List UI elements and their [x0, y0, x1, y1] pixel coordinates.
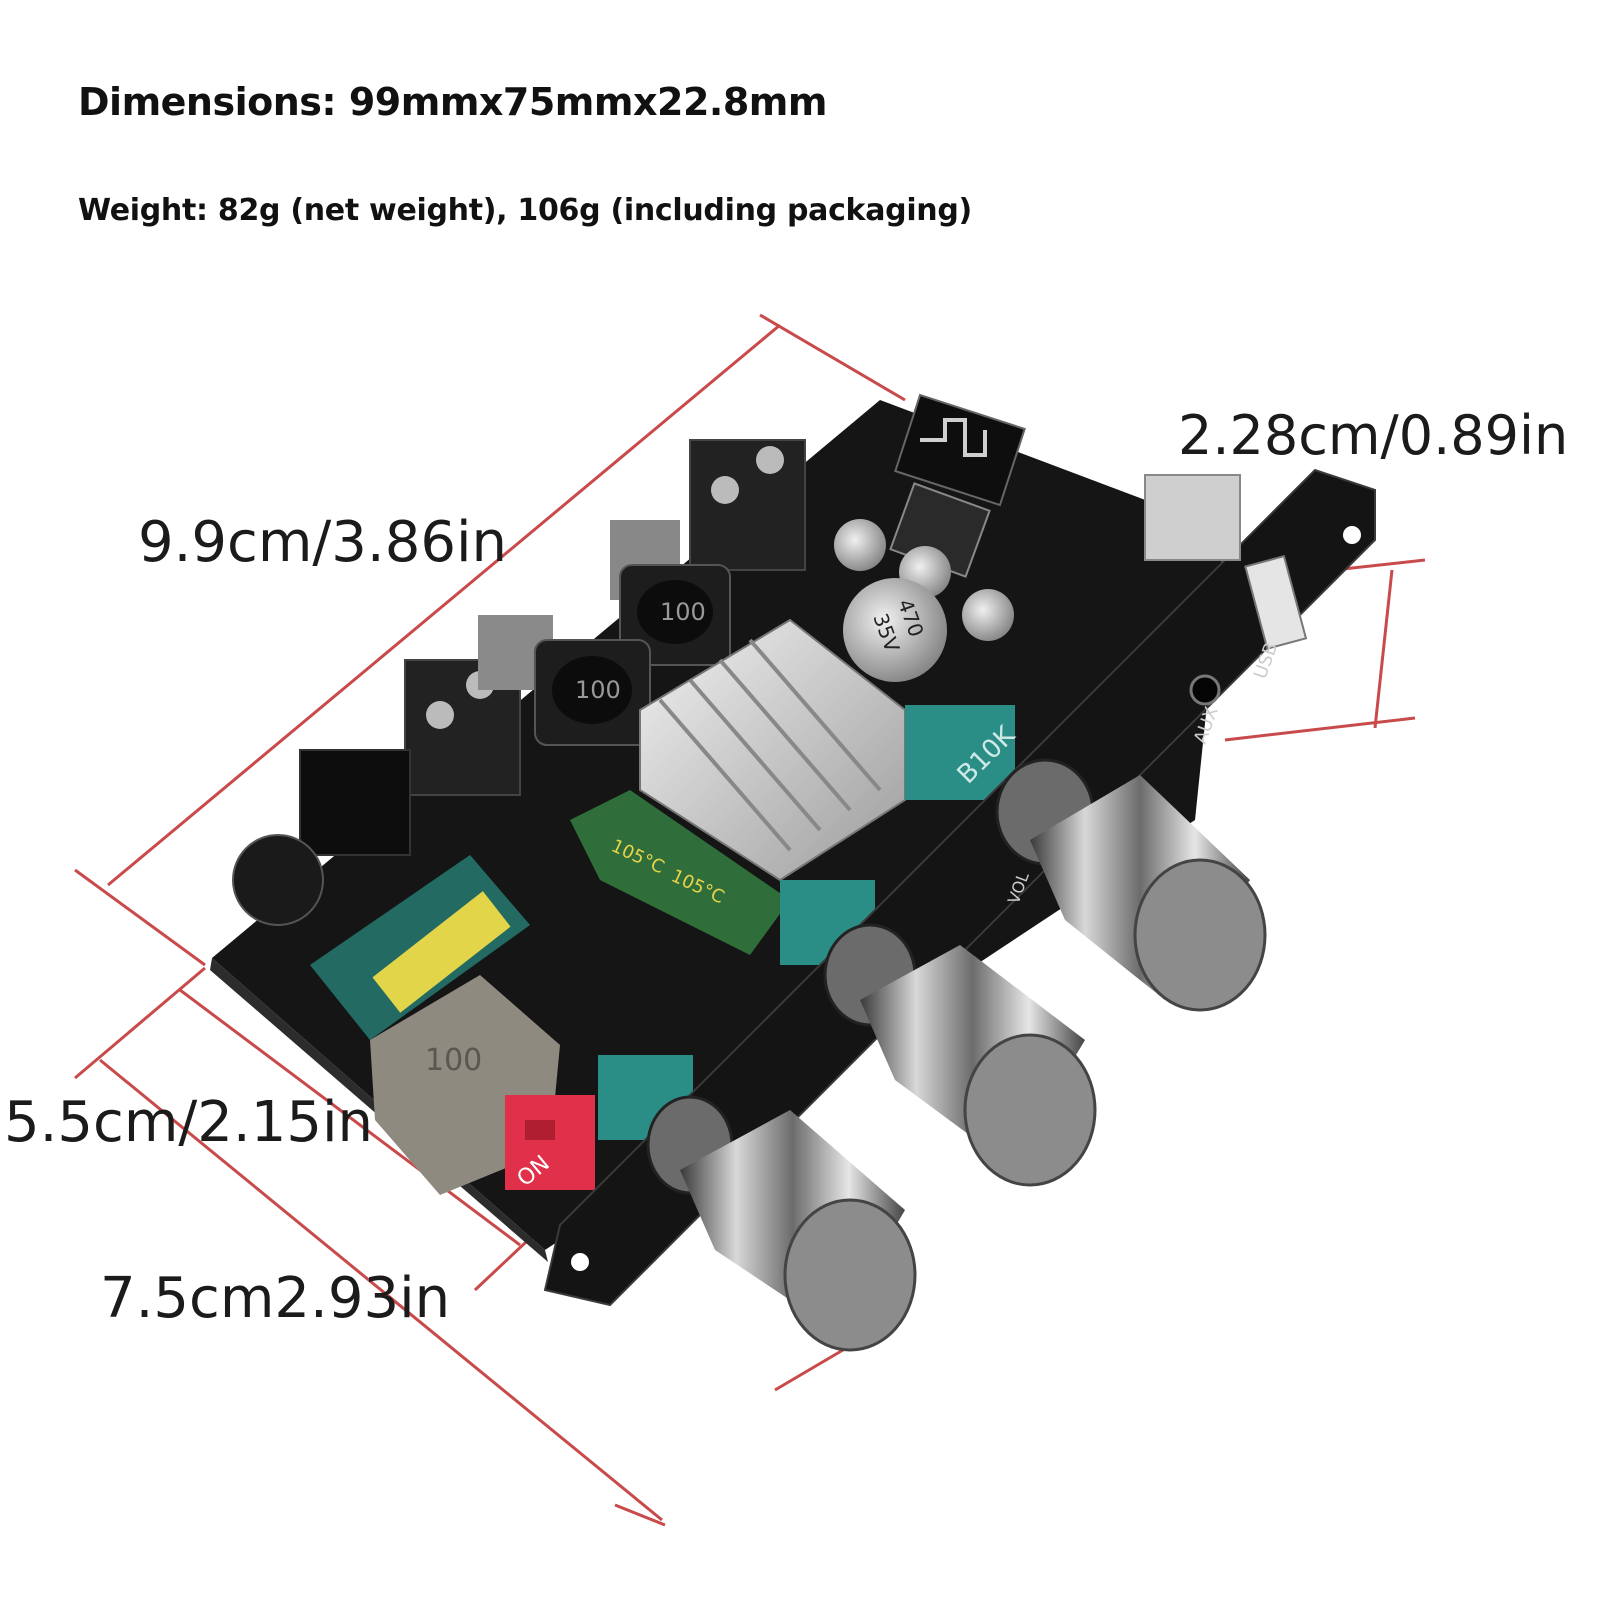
dc-jack — [299, 749, 411, 856]
power-switch: ON — [505, 1095, 595, 1192]
usb-port: USB — [1144, 474, 1308, 682]
dimensions-spec: Dimensions: 99mmx75mmx22.8mm — [78, 80, 827, 124]
panel-hole-top — [1343, 526, 1361, 544]
capacitors-green: 105°C 105°C — [570, 790, 790, 955]
svg-text:100: 100 — [575, 676, 621, 704]
capacitor-470: 470 35V — [843, 578, 947, 682]
black-capacitor — [232, 834, 324, 926]
dimension-lines — [74, 313, 1426, 1527]
heatsink — [639, 618, 906, 882]
knob-volume: VOL — [995, 758, 1267, 1012]
weight-spec: Weight: 82g (net weight), 106g (includin… — [78, 193, 972, 228]
inductor-top: 100 — [619, 564, 731, 666]
svg-text:100: 100 — [425, 1043, 482, 1078]
knob-middle — [823, 923, 1097, 1187]
panel-hole-bottom — [571, 1253, 589, 1271]
capacitors-small — [834, 519, 1014, 641]
front-panel — [543, 468, 1376, 1307]
screw-terminal-top — [689, 439, 806, 571]
capacitor-green-yellow — [310, 855, 530, 1040]
outer-width-measurement: 7.5cm2.93in — [100, 1266, 451, 1331]
svg-text:100: 100 — [660, 598, 706, 626]
inductor-mid: 100 — [534, 639, 651, 746]
height-measurement: 2.28cm/0.89in — [1178, 404, 1569, 467]
knob-bottom — [646, 1095, 917, 1352]
length-measurement: 9.9cm/3.86in — [138, 510, 508, 575]
inner-width-measurement: 5.5cm/2.15in — [4, 1090, 374, 1155]
